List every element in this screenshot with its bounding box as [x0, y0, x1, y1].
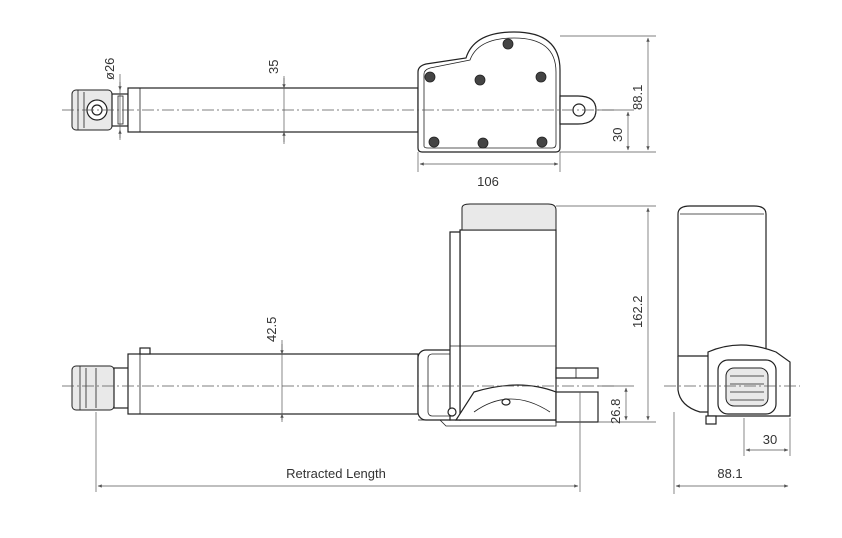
dim-rod-length-side: 42.5	[264, 317, 284, 422]
svg-text:26.8: 26.8	[608, 399, 623, 424]
svg-text:88.1: 88.1	[630, 85, 645, 110]
svg-text:Retracted Length: Retracted Length	[286, 466, 386, 481]
svg-text:30: 30	[610, 128, 625, 142]
svg-text:42.5: 42.5	[264, 317, 279, 342]
svg-text:106: 106	[477, 174, 499, 189]
dim-rod-length-top: 35	[266, 60, 286, 144]
svg-text:30: 30	[763, 432, 777, 447]
svg-text:ø26: ø26	[102, 58, 117, 80]
svg-text:162.2: 162.2	[630, 295, 645, 328]
dim-total-height: 162.2	[556, 205, 656, 423]
side-view: 42.5 162.2 26.8 Retracted Length	[62, 203, 656, 492]
side-motor	[417, 203, 557, 427]
top-housing	[417, 31, 561, 153]
dim-end-offset: 30	[743, 418, 791, 456]
dim-end-width: 88.1	[673, 412, 789, 494]
end-view: 30 88.1	[664, 205, 800, 494]
dim-housing-width: 106	[417, 152, 561, 189]
side-rod-end	[71, 365, 115, 411]
top-view: ø26 35 88.1 30 106	[62, 31, 656, 189]
side-tube	[127, 353, 419, 415]
end-bearing	[705, 344, 791, 425]
dim-mount-offset-top: 30	[598, 109, 634, 151]
side-rear-tabs	[555, 367, 599, 423]
dim-tab-offset: 26.8	[598, 385, 634, 424]
dim-rod-diameter: ø26	[102, 58, 122, 140]
housing-screws	[424, 38, 548, 149]
svg-text:88.1: 88.1	[717, 466, 742, 481]
dim-height-top: 88.1	[560, 35, 656, 153]
svg-text:35: 35	[266, 60, 281, 74]
dim-retracted-length: Retracted Length	[95, 392, 581, 492]
